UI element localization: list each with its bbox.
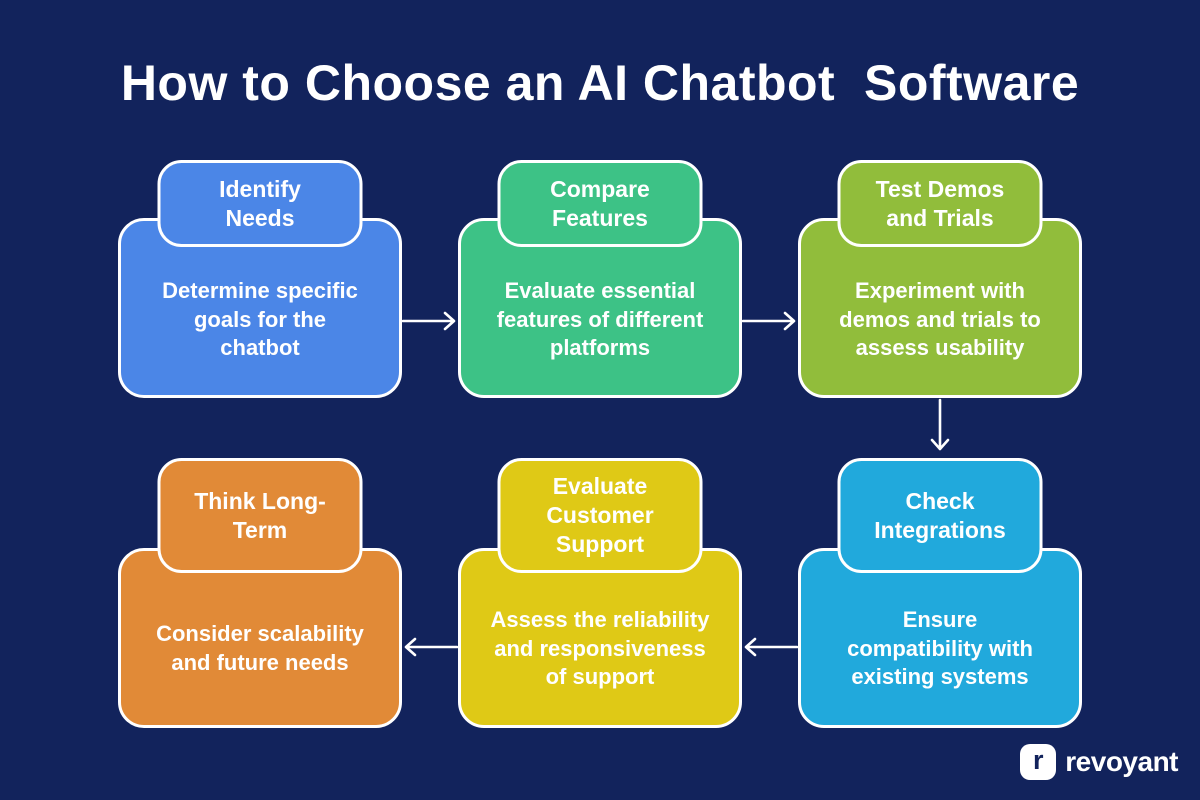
arrow-right-icon: [401, 306, 459, 336]
step-card-test-demos: Experiment with demos and trials to asse…: [798, 160, 1082, 398]
step-title: Think Long- Term: [194, 487, 326, 543]
step-card-evaluate-support: Assess the reliability and responsivenes…: [458, 458, 742, 728]
step-title: Test Demos and Trials: [875, 175, 1005, 231]
arrow-left-icon: [741, 632, 799, 662]
step-title-tab: Think Long- Term: [157, 458, 363, 573]
step-title-tab: Identify Needs: [157, 160, 363, 247]
step-description-panel: Consider scalability and future needs: [118, 548, 402, 728]
step-title-tab: Evaluate Customer Support: [497, 458, 703, 573]
step-description: Consider scalability and future needs: [156, 621, 364, 675]
step-title: Identify Needs: [219, 175, 301, 231]
step-description-panel: Assess the reliability and responsivenes…: [458, 548, 742, 728]
brand-logo-icon: r: [1020, 744, 1057, 780]
step-card-check-integrations: Ensure compatibility with existing syste…: [798, 458, 1082, 728]
page-title: How to Choose an AI Chatbot Software: [120, 55, 1080, 111]
arrow-right-icon: [741, 306, 799, 336]
step-title: Check Integrations: [874, 487, 1006, 543]
step-description: Assess the reliability and responsivenes…: [490, 607, 710, 690]
step-description-panel: Evaluate essential features of different…: [458, 218, 742, 398]
step-description-panel: Experiment with demos and trials to asse…: [798, 218, 1082, 398]
step-title: Evaluate Customer Support: [546, 473, 654, 557]
step-card-compare-features: Evaluate essential features of different…: [458, 160, 742, 398]
step-description: Determine specific goals for the chatbot: [162, 278, 358, 361]
step-title-tab: Compare Features: [497, 160, 703, 247]
step-description: Ensure compatibility with existing syste…: [847, 607, 1033, 690]
step-description-panel: Determine specific goals for the chatbot: [118, 218, 402, 398]
step-card-identify-needs: Determine specific goals for the chatbot…: [118, 160, 402, 398]
step-title: Compare Features: [550, 175, 650, 231]
arrow-down-icon: [925, 398, 955, 454]
step-title-tab: Test Demos and Trials: [837, 160, 1043, 247]
step-description: Evaluate essential features of different…: [496, 278, 704, 361]
brand-logo: r revoyant: [1020, 744, 1178, 780]
brand-logo-text: revoyant: [1065, 746, 1178, 777]
step-card-think-long-term: Consider scalability and future needs Th…: [118, 458, 402, 728]
step-description: Experiment with demos and trials to asse…: [839, 278, 1041, 361]
arrow-left-icon: [401, 632, 459, 662]
step-title-tab: Check Integrations: [837, 458, 1043, 573]
step-description-panel: Ensure compatibility with existing syste…: [798, 548, 1082, 728]
